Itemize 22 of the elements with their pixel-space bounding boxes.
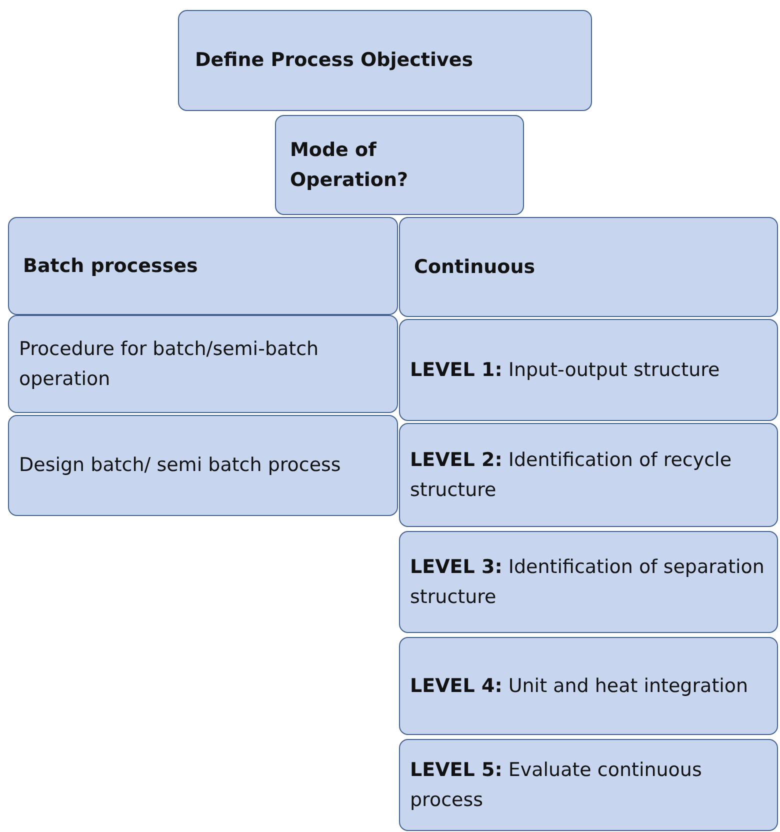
process-box	[275, 115, 524, 215]
box-text: Define Process Objectives	[195, 48, 474, 74]
box-text: LEVEL 1: Input-output structure	[410, 358, 720, 383]
process-box	[399, 531, 778, 633]
process-box	[399, 217, 778, 317]
process-box	[8, 315, 398, 413]
process-box	[8, 217, 398, 315]
process-box	[399, 637, 778, 735]
process-box	[178, 10, 592, 111]
box-text: LEVEL 4: Unit and heat integration	[410, 674, 748, 699]
process-box	[8, 415, 398, 516]
box-text: Design batch/ semi batch process	[19, 453, 341, 478]
process-box	[399, 423, 778, 527]
box-text: LEVEL 2: Identification of recycle structure	[410, 448, 733, 503]
box-text: LEVEL 5: Evaluate continuous process	[410, 758, 703, 813]
box-text: Mode of Operation?	[290, 138, 410, 193]
box-text: LEVEL 3: Identification of separation structure	[410, 554, 765, 610]
box-text: Continuous	[414, 254, 536, 280]
box-text: Procedure for batch/semi-batch operation	[19, 336, 320, 392]
process-box	[399, 319, 778, 421]
process-box	[399, 739, 778, 831]
box-text: Batch processes	[23, 254, 198, 279]
